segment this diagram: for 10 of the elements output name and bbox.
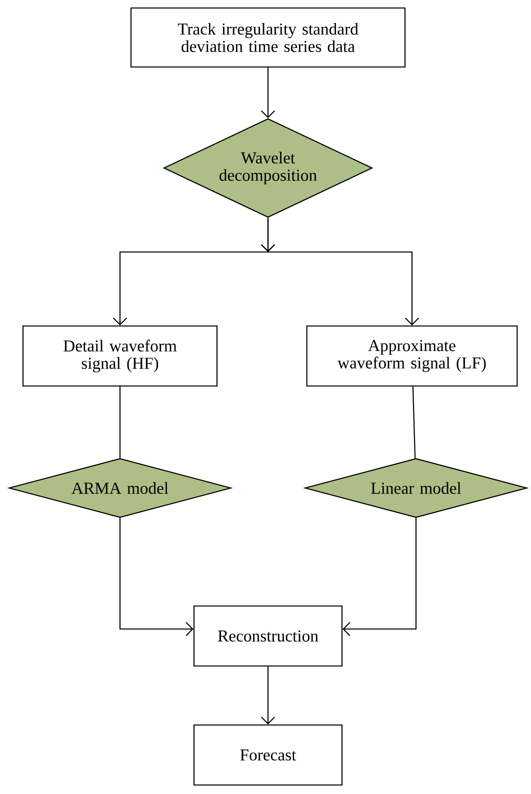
arrow <box>260 68 276 118</box>
arrow <box>260 218 420 326</box>
arrow <box>119 518 194 636</box>
arrow <box>342 518 417 636</box>
process-box: Track irregularity standard deviation time series data <box>130 7 406 68</box>
process-box: Detail waveform signal (HF) <box>22 325 218 387</box>
process-box: Reconstruction <box>193 605 343 667</box>
process-box: Approximate waveform signal (LF) <box>306 325 518 387</box>
process-box: Forecast <box>193 724 343 786</box>
arrow <box>260 666 276 724</box>
